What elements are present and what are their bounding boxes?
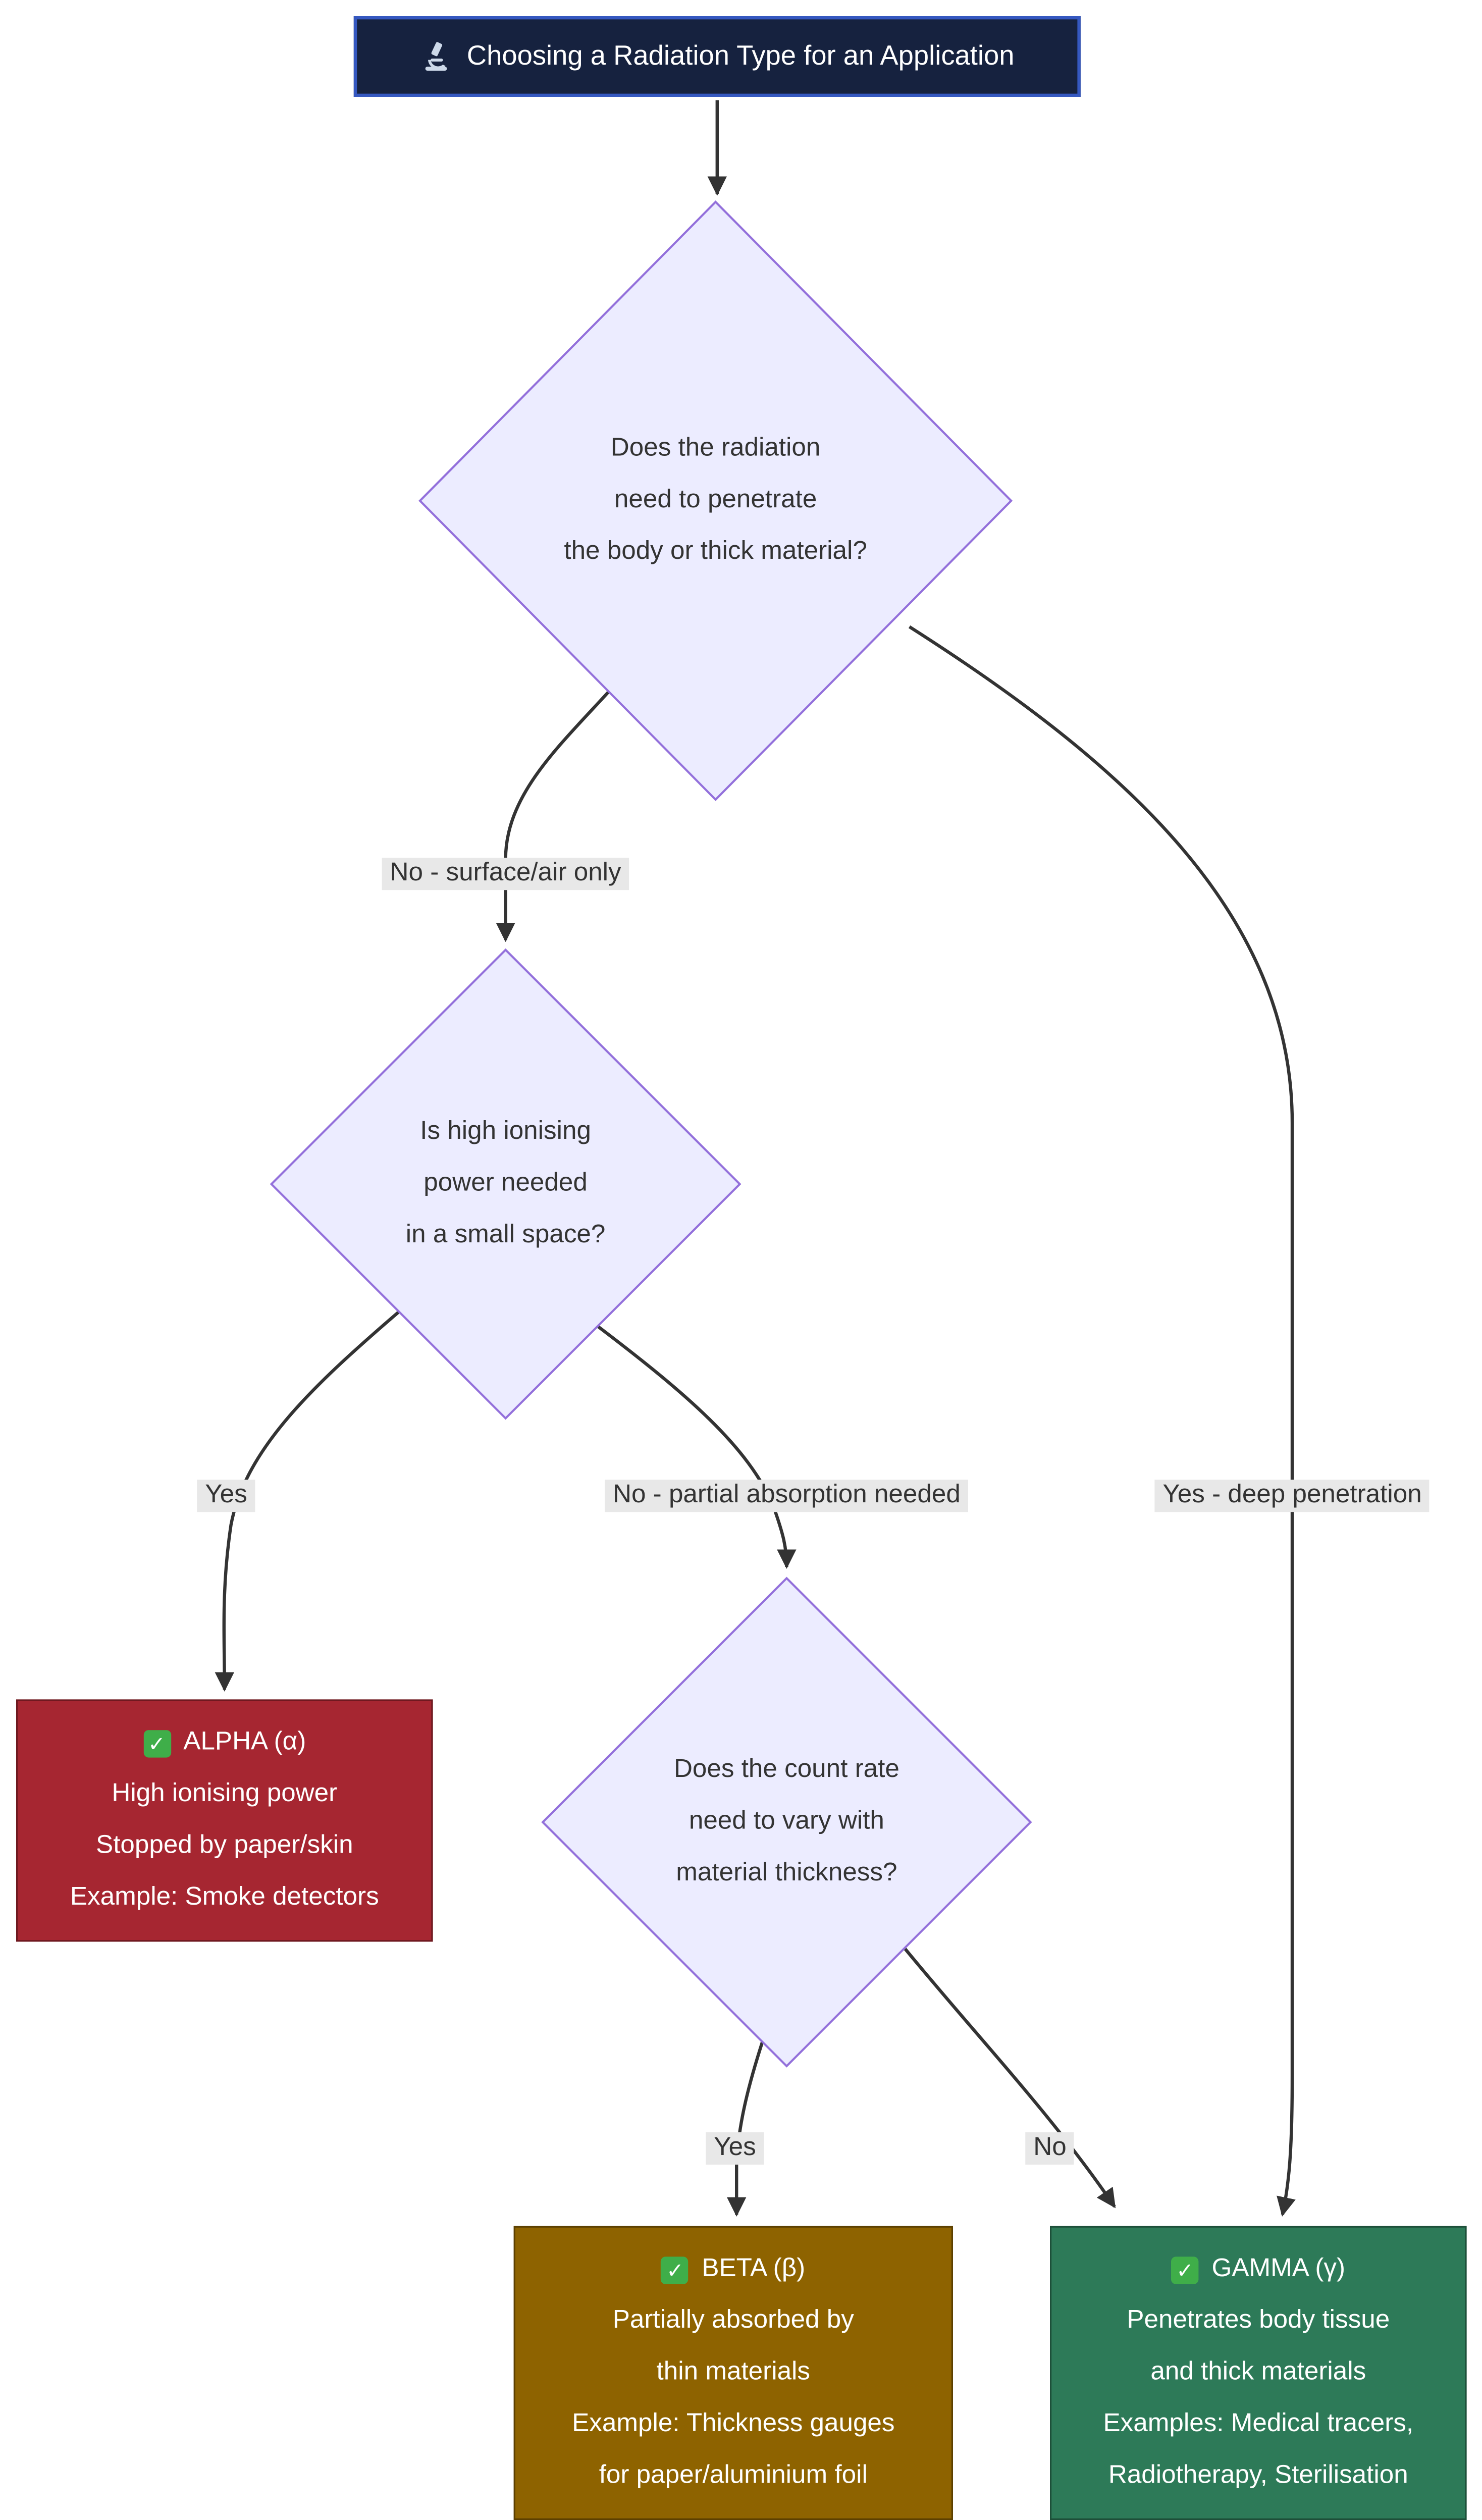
text-line: thin materials (656, 2358, 811, 2386)
text-line: Does the radiation (610, 434, 821, 462)
result-node-alpha: ✓ ALPHA (α) High ionising power Stopped … (16, 1699, 433, 1942)
text-line: in a small space? (405, 1221, 606, 1249)
microscope-icon (420, 40, 452, 73)
text-line: Does the count rate (673, 1756, 899, 1783)
edge-label-no-surface: No - surface/air only (382, 858, 629, 890)
text-line: power needed (424, 1169, 588, 1197)
result-gamma-title: GAMMA (γ) (1211, 2255, 1346, 2283)
edge-decision2-to-decision3 (597, 1325, 797, 1569)
text-line: Penetrates body tissue (1127, 2306, 1390, 2334)
result-node-gamma: ✓ GAMMA (γ) Penetrates body tissue and t… (1050, 2226, 1467, 2520)
text-line: Example: Smoke detectors (70, 1883, 379, 1911)
decision-2-shape (270, 948, 742, 1420)
text-line: Example: Thickness gauges (572, 2410, 895, 2438)
text-line: Examples: Medical tracers, (1103, 2410, 1414, 2438)
text-line: material thickness? (676, 1859, 897, 1887)
result-node-beta: ✓ BETA (β) Partially absorbed by thin ma… (513, 2226, 953, 2520)
edge-decision1-to-gamma (908, 625, 1296, 2217)
result-beta-title: BETA (β) (702, 2255, 806, 2283)
text-line: need to vary with (689, 1807, 884, 1835)
title-node: Choosing a Radiation Type for an Applica… (353, 16, 1081, 97)
check-icon: ✓ (1171, 2255, 1199, 2284)
edge-label-no-partial: No - partial absorption needed (605, 1480, 969, 1512)
decision-1-shape (418, 200, 1013, 801)
result-beta-title-row: ✓ BETA (β) (515, 2244, 951, 2295)
decision-1-label: Does the radiation need to penetrate the… (490, 423, 942, 578)
text-line: High ionising power (112, 1780, 338, 1808)
text-line: Is high ionising (420, 1118, 591, 1145)
check-icon: ✓ (143, 1729, 171, 1757)
edge-label-yes-deep: Yes - deep penetration (1154, 1480, 1430, 1512)
title-label: Choosing a Radiation Type for an Applica… (466, 40, 1015, 71)
text-line: need to penetrate (614, 486, 817, 514)
edge-label-yes-alpha: Yes (197, 1480, 255, 1512)
decision-3-label: Does the count rate need to vary with ma… (593, 1745, 980, 1900)
text-line: for paper/aluminium foil (599, 2461, 868, 2490)
result-alpha-title: ALPHA (α) (183, 1728, 306, 1756)
text-line: Stopped by paper/skin (96, 1831, 353, 1860)
text-line: the body or thick material? (564, 538, 867, 565)
edge-label-yes-beta: Yes (706, 2132, 764, 2165)
edge-decision1-to-decision2 (496, 690, 610, 942)
edge-decision3-to-gamma (903, 1947, 1116, 2209)
check-icon: ✓ (661, 2255, 689, 2284)
text-line: Partially absorbed by (612, 2306, 854, 2334)
text-line: Radiotherapy, Sterilisation (1108, 2461, 1408, 2490)
edge-label-no-gamma: No (1025, 2132, 1075, 2165)
decision-2-label: Is high ionising power needed in a small… (328, 1107, 683, 1262)
edge-decision3-to-beta (727, 2041, 764, 2217)
result-gamma-title-row: ✓ GAMMA (γ) (1051, 2244, 1465, 2295)
text-line: and thick materials (1150, 2358, 1366, 2386)
decision-3-shape (541, 1577, 1032, 2068)
result-alpha-title-row: ✓ ALPHA (α) (18, 1717, 431, 1769)
